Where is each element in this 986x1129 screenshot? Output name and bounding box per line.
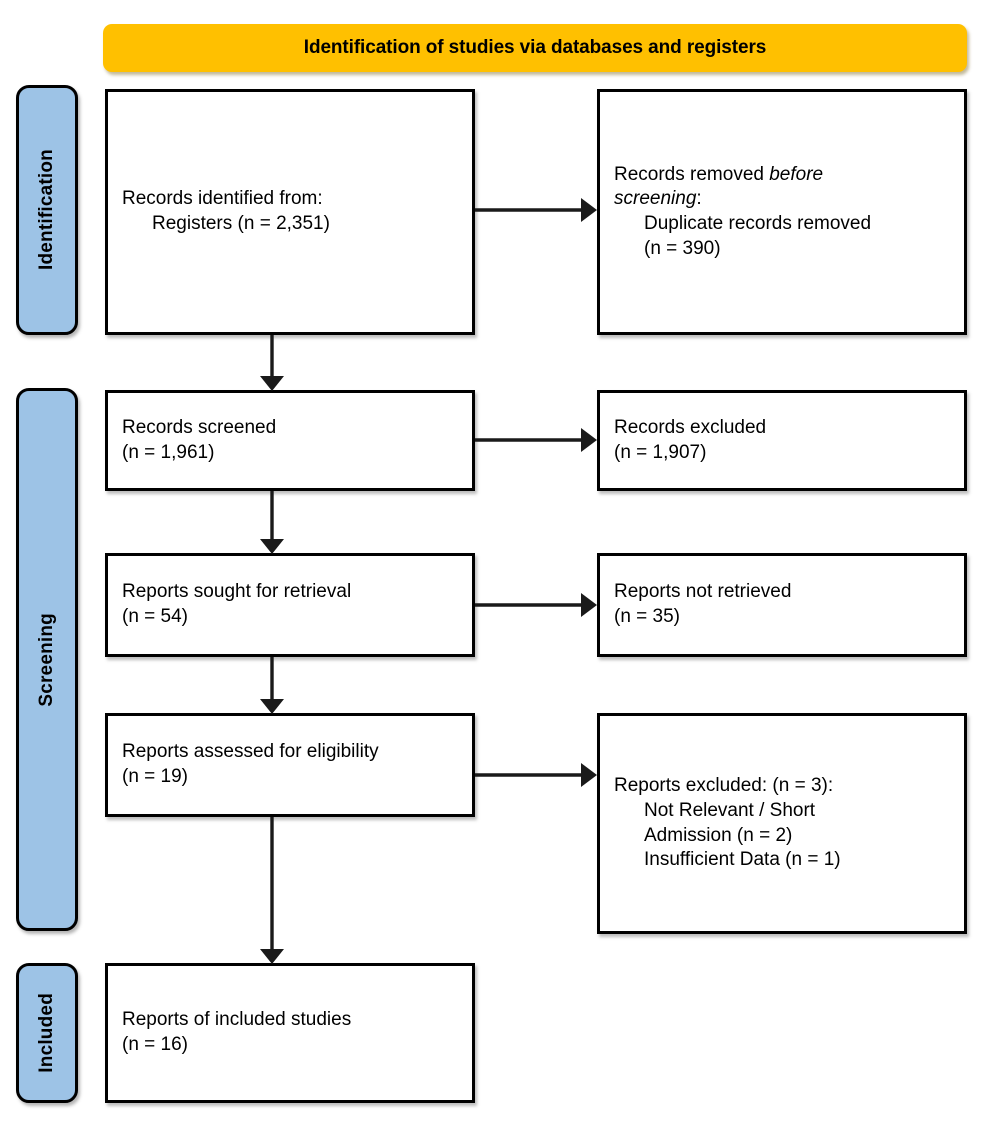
arrow-screened-to-sought [260,491,284,554]
stage-label-screening: Screening [16,388,78,931]
stage-label-screening-text: Screening [36,612,57,707]
node-records-removed-line1-plain: Records removed [614,163,770,185]
node-records-identified-line2: Registers (n = 2,351) [152,213,330,234]
node-reports-excluded-line3: Admission (n = 2) [644,824,793,846]
arrow-identified-to-removed [475,198,597,222]
node-reports-included-line1: Reports of included studies [122,1009,352,1031]
node-reports-not-retrieved-line2: (n = 35) [614,606,681,627]
stage-label-identification-text: Identification [36,149,57,271]
node-records-removed-line2-plain: : [696,188,702,210]
node-reports-assessed-line1: Reports assessed for eligibility [122,741,379,763]
stage-label-identification: Identification [16,85,78,335]
node-reports-assessed: Reports assessed for eligibility (n = 19… [105,713,475,817]
stage-label-included: Included [16,963,78,1103]
arrow-sought-to-assessed [260,657,284,714]
diagram-header-banner: Identification of studies via databases … [103,24,967,72]
node-records-removed-line1: Records removed before [614,163,950,188]
node-reports-not-retrieved: Reports not retrieved (n = 35) [597,553,967,657]
node-records-screened: Records screened (n = 1,961) [105,390,475,491]
stage-label-included-text: Included [36,993,57,1073]
node-records-excluded: Records excluded (n = 1,907) [597,390,967,491]
node-reports-excluded-line1: Reports excluded: (n = 3): [614,775,834,797]
node-reports-excluded-line4: Insufficient Data (n = 1) [644,849,841,871]
node-records-removed-line4: (n = 390) [644,237,721,259]
node-records-identified: Records identified from: Registers (n = … [105,89,475,335]
node-records-screened-line1: Records screened [122,416,277,438]
node-records-screened-line2: (n = 1,961) [122,441,215,463]
node-records-removed-line2-italic: screening [614,188,697,210]
node-records-identified-line1: Records identified from: [122,188,323,210]
node-reports-not-retrieved-line1: Reports not retrieved [614,581,792,603]
node-records-removed-line2: screening: [614,187,950,212]
node-records-excluded-line1: Records excluded [614,416,767,438]
arrow-assessed-to-included [260,817,284,964]
arrow-sought-to-not-retrieved [475,593,597,617]
node-reports-included-line2: (n = 16) [122,1034,189,1055]
node-records-removed: Records removed before screening: Duplic… [597,89,967,335]
node-reports-assessed-line2: (n = 19) [122,766,189,787]
node-reports-excluded-line2: Not Relevant / Short [644,799,816,821]
node-reports-included: Reports of included studies (n = 16) [105,963,475,1103]
node-records-excluded-line2: (n = 1,907) [614,441,707,463]
diagram-title: Identification of studies via databases … [303,37,767,58]
node-records-removed-line1-italic: before [769,163,824,185]
node-reports-sought-line2: (n = 54) [122,606,189,627]
node-reports-excluded: Reports excluded: (n = 3): Not Relevant … [597,713,967,934]
node-reports-sought-line1: Reports sought for retrieval [122,581,352,603]
node-records-removed-line3: Duplicate records removed [644,213,872,234]
arrow-screened-to-excluded [475,428,597,452]
arrow-assessed-to-reports-excluded [475,763,597,787]
arrow-identified-to-screened [260,335,284,391]
node-reports-sought: Reports sought for retrieval (n = 54) [105,553,475,657]
